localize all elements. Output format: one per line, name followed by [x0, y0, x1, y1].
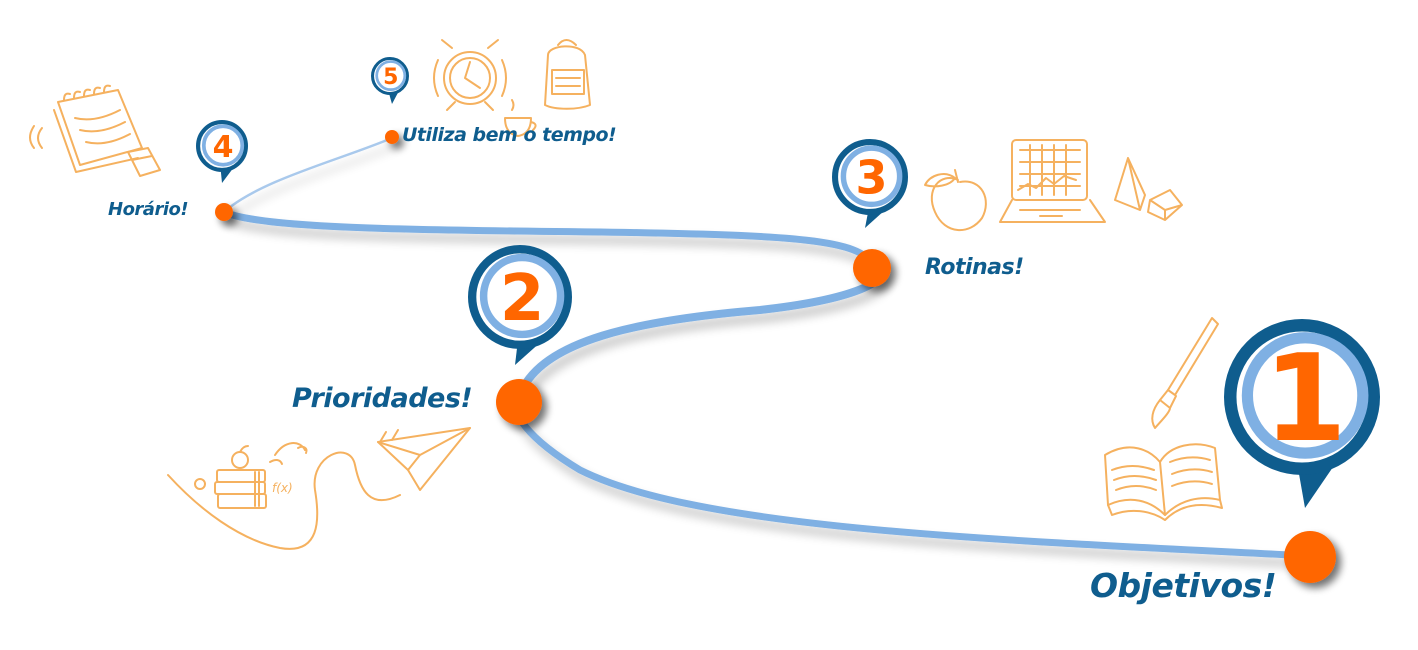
marker-step-1[interactable] [1284, 531, 1336, 583]
markers [215, 130, 1336, 583]
path-segment-2-3 [516, 261, 885, 399]
alarm-clock-and-backpack-icon [433, 39, 591, 137]
step-number-3: 3 [856, 151, 888, 205]
apple-laptop-geometry-icon [924, 139, 1183, 232]
marker-step-5[interactable] [385, 130, 399, 144]
pin-step-1: 1 [1223, 318, 1380, 508]
step-label-utiliza-bem-o-tempo: Utiliza bem o tempo! [402, 124, 617, 146]
step-label-objetivos: Objetivos! [1090, 566, 1277, 605]
pin-step-5: 5 [370, 57, 409, 104]
pin-inner-ring [1241, 332, 1369, 459]
step-number-1: 1 [1263, 330, 1347, 469]
roadmap-path [220, 136, 1314, 560]
step-number-5: 5 [383, 65, 398, 90]
marker-step-2[interactable] [496, 379, 542, 425]
path-segment-3-4 [220, 208, 877, 269]
pin-step-4: 4 [196, 120, 249, 183]
pin-inner-ring [840, 145, 903, 208]
pin-inner-ring [201, 124, 245, 167]
marker-step-3[interactable] [853, 249, 891, 287]
books-and-paper-plane-icon: f(x) [167, 427, 471, 550]
step-label-rotinas: Rotinas! [925, 255, 1024, 280]
pins: 1 2 3 4 5 [196, 57, 1380, 508]
step-label-horario: Horário! [108, 199, 189, 220]
step-number-4: 4 [213, 130, 234, 165]
notebook-and-eraser-icon [29, 84, 161, 177]
step-number-2: 2 [500, 262, 545, 336]
path-segment-1-2 [512, 391, 1314, 560]
doodles: f(x) [29, 39, 1223, 550]
pin-inner-ring [375, 60, 407, 92]
book-and-brush-icon [1104, 317, 1223, 521]
pin-step-3: 3 [831, 139, 908, 228]
svg-text:f(x): f(x) [272, 481, 293, 495]
pin-inner-ring [479, 253, 565, 339]
path-segment-4-5 [222, 136, 394, 214]
pin-step-2: 2 [468, 245, 573, 365]
marker-step-4[interactable] [215, 203, 233, 221]
step-label-prioridades: Prioridades! [292, 383, 473, 414]
